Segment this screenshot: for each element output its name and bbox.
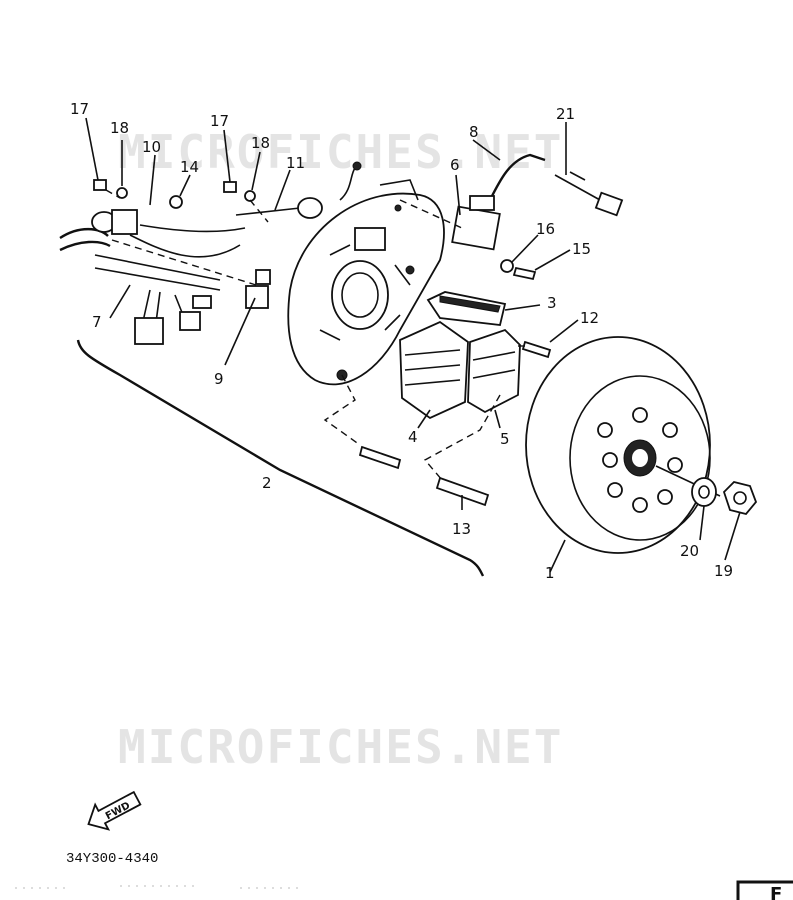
callout-14: 14: [180, 158, 199, 176]
callout-10: 10: [142, 138, 161, 156]
group-bracket: [76, 339, 485, 577]
fwd-arrow: FWD: [87, 790, 142, 831]
callout-6: 6: [450, 156, 460, 174]
callout-17a: 17: [70, 100, 89, 118]
callout-11: 11: [286, 154, 305, 172]
lead-wire-8: [488, 153, 624, 217]
callout-15: 15: [572, 240, 591, 258]
callout-20: 20: [680, 542, 699, 560]
callout-16: 16: [536, 220, 555, 238]
corner-mark: F: [736, 880, 793, 900]
callout-8: 8: [469, 123, 479, 141]
callout-21: 21: [556, 105, 575, 123]
callout-4: 4: [408, 428, 418, 446]
callout-9: 9: [214, 370, 224, 388]
scan-noise: [15, 885, 300, 889]
callout-3: 3: [547, 294, 557, 312]
corner-mark-letter: F: [770, 884, 782, 900]
callout-2: 2: [262, 474, 272, 492]
stator-plate: [287, 179, 445, 386]
rectifier-6: [451, 195, 501, 251]
wire-harness: [59, 161, 362, 345]
watermark-bottom: MICROFICHES.NET: [118, 720, 563, 774]
flywheel-rotor: [525, 336, 721, 554]
callout-13: 13: [452, 520, 471, 538]
watermark-top: MICROFICHES.NET: [118, 125, 563, 179]
lighting-coil-3: [426, 291, 507, 326]
pulser-coil: [245, 269, 271, 309]
callout-12: 12: [580, 309, 599, 327]
washer-20: [691, 477, 717, 507]
callout-labels: 1 2 3 4 5 6 7 8 9 10 11 12 13 14 15 16 1…: [70, 100, 733, 582]
diagram-code: 34Y300-4340: [66, 851, 158, 867]
callout-18a: 18: [110, 119, 129, 137]
callout-17b: 17: [210, 112, 229, 130]
nut-19: [722, 481, 758, 516]
callout-1: 1: [545, 564, 555, 582]
leader-lines: [85, 117, 741, 573]
callout-19: 19: [714, 562, 733, 580]
callout-18b: 18: [251, 134, 270, 152]
callout-5: 5: [500, 430, 510, 448]
assembly-lines: [105, 189, 525, 481]
callout-7: 7: [92, 313, 102, 331]
charge-coil-4: [399, 320, 469, 420]
charge-coil-5: [467, 328, 521, 414]
screws: [93, 179, 552, 507]
